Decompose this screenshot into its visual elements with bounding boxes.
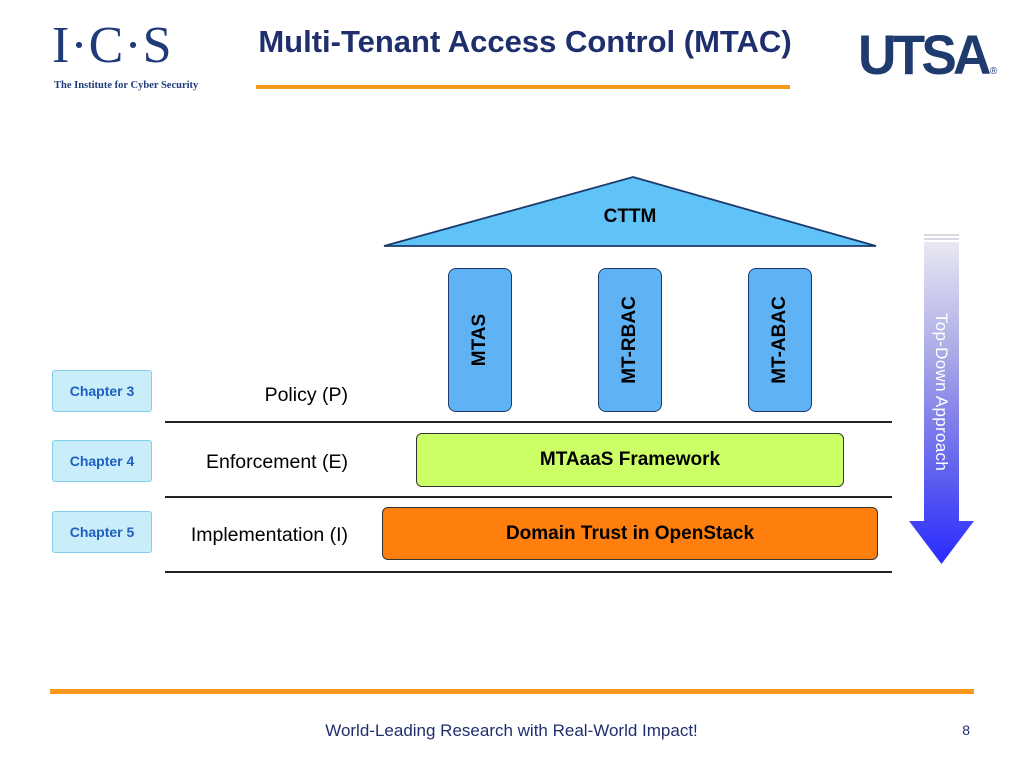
layer-divider-enforcement	[165, 496, 892, 498]
footer-divider	[50, 689, 974, 694]
slide-title: Multi-Tenant Access Control (MTAC)	[258, 24, 792, 59]
layer-label-policy: Policy (P)	[264, 384, 348, 406]
chapter-3-tag: Chapter 3	[52, 370, 152, 412]
pillar-label: MT-RBAC	[619, 296, 640, 384]
cttm-label: CTTM	[603, 206, 657, 227]
page-number: 8	[962, 722, 970, 738]
layer-label-enforcement: Enforcement (E)	[206, 451, 348, 473]
ics-logo-subtitle: The Institute for Cyber Security	[54, 80, 199, 91]
pillar-mt-abac: MT-ABAC	[748, 268, 812, 412]
registered-mark: ®	[990, 66, 998, 77]
pillar-mtas: MTAS	[448, 268, 512, 412]
ics-logo: I·C·S The Institute for Cyber Security	[52, 17, 198, 96]
layer-divider-policy	[165, 421, 892, 423]
chapter-5-tag: Chapter 5	[52, 511, 152, 553]
layer-divider-implementation	[165, 571, 892, 573]
ics-logo-text: I·C·S	[52, 17, 173, 74]
pillar-label: MT-ABAC	[769, 296, 790, 384]
top-down-approach-label: Top-Down Approach	[932, 312, 951, 472]
utsa-logo: UTSA	[858, 23, 991, 86]
footer-tagline: World-Leading Research with Real-World I…	[325, 721, 698, 740]
top-down-arrow-icon	[909, 234, 974, 564]
chapter-4-tag: Chapter 4	[52, 440, 152, 482]
mtaas-framework-box: MTAaaS Framework	[416, 433, 844, 487]
pillar-mt-rbac: MT-RBAC	[598, 268, 662, 412]
openstack-domain-trust-box: Domain Trust in OpenStack	[382, 507, 878, 560]
layer-label-implementation: Implementation (I)	[190, 524, 348, 546]
title-underline	[256, 85, 790, 89]
pillar-label: MTAS	[469, 313, 490, 367]
cttm-roof	[383, 176, 877, 247]
